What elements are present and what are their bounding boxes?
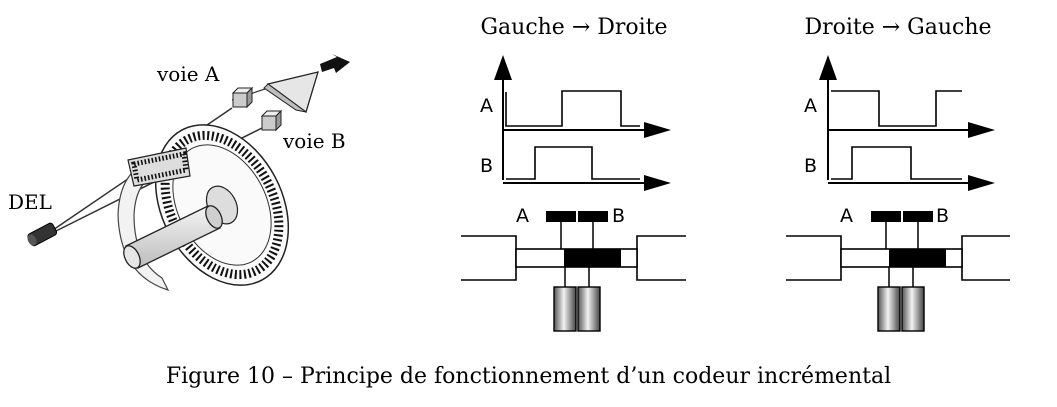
- photodetector-b: [260, 109, 283, 132]
- panel-title: Droite → Gauche: [804, 15, 991, 40]
- bearing-left: [786, 235, 842, 281]
- signal-a-label: A: [804, 95, 817, 117]
- panel-left-to-right: Gauche → Droite A B A B: [461, 15, 686, 332]
- sensor-b-label: B: [936, 205, 949, 227]
- axis-arrow-right-icon: [644, 175, 671, 191]
- sensor-a-marker: [546, 211, 576, 222]
- axis-arrow-up-icon: [819, 55, 837, 80]
- photodiode-a-icon: [553, 286, 577, 332]
- disc-opaque-segment: [889, 249, 946, 267]
- direction-arrow-icon: [320, 54, 350, 73]
- sensor-b-marker: [578, 211, 608, 222]
- signal-b-waveform: [506, 146, 640, 180]
- channel-a-label: voie A: [156, 62, 220, 86]
- signal-b-label: B: [480, 155, 493, 177]
- signal-a-waveform: [505, 90, 640, 127]
- photodiode-b-icon: [577, 286, 601, 332]
- panel-right-to-left: Droite → Gauche A B A B: [786, 15, 1010, 332]
- photodiode-a-icon: [877, 286, 901, 332]
- axis-arrow-right-icon: [968, 122, 995, 138]
- photodiode-b-icon: [901, 286, 925, 332]
- led-label: DEL: [8, 190, 52, 214]
- sensor-a-label: A: [840, 205, 853, 227]
- encoder-illustration: voie A voie B DEL: [8, 54, 350, 291]
- bearing-right: [636, 235, 686, 281]
- prism: [263, 71, 319, 114]
- signal-b-waveform: [831, 146, 962, 180]
- signal-a-label: A: [480, 95, 493, 117]
- bearing-left: [461, 235, 517, 281]
- figure-diagram: voie A voie B DEL Gauche → Droite A B A …: [8, 15, 1010, 332]
- signal-b-label: B: [804, 155, 817, 177]
- shaft: [123, 205, 223, 269]
- bearing-right: [961, 235, 1010, 281]
- figure-caption: Figure 10 – Principe de fonctionnement d…: [165, 364, 892, 389]
- axis-arrow-up-icon: [494, 55, 512, 80]
- sensor-a-label: A: [516, 205, 529, 227]
- sensor-b-label: B: [612, 205, 625, 227]
- sensor-a-marker: [871, 211, 901, 222]
- axis-arrow-right-icon: [968, 175, 995, 191]
- photodetector-a: [231, 86, 254, 109]
- signal-a-waveform: [831, 90, 962, 127]
- channel-b-label: voie B: [282, 129, 346, 153]
- axis-arrow-right-icon: [644, 122, 671, 138]
- panel-title: Gauche → Droite: [480, 15, 667, 40]
- sensor-b-marker: [903, 211, 933, 222]
- led-emitter: [27, 222, 58, 247]
- disc-opaque-segment: [564, 249, 621, 267]
